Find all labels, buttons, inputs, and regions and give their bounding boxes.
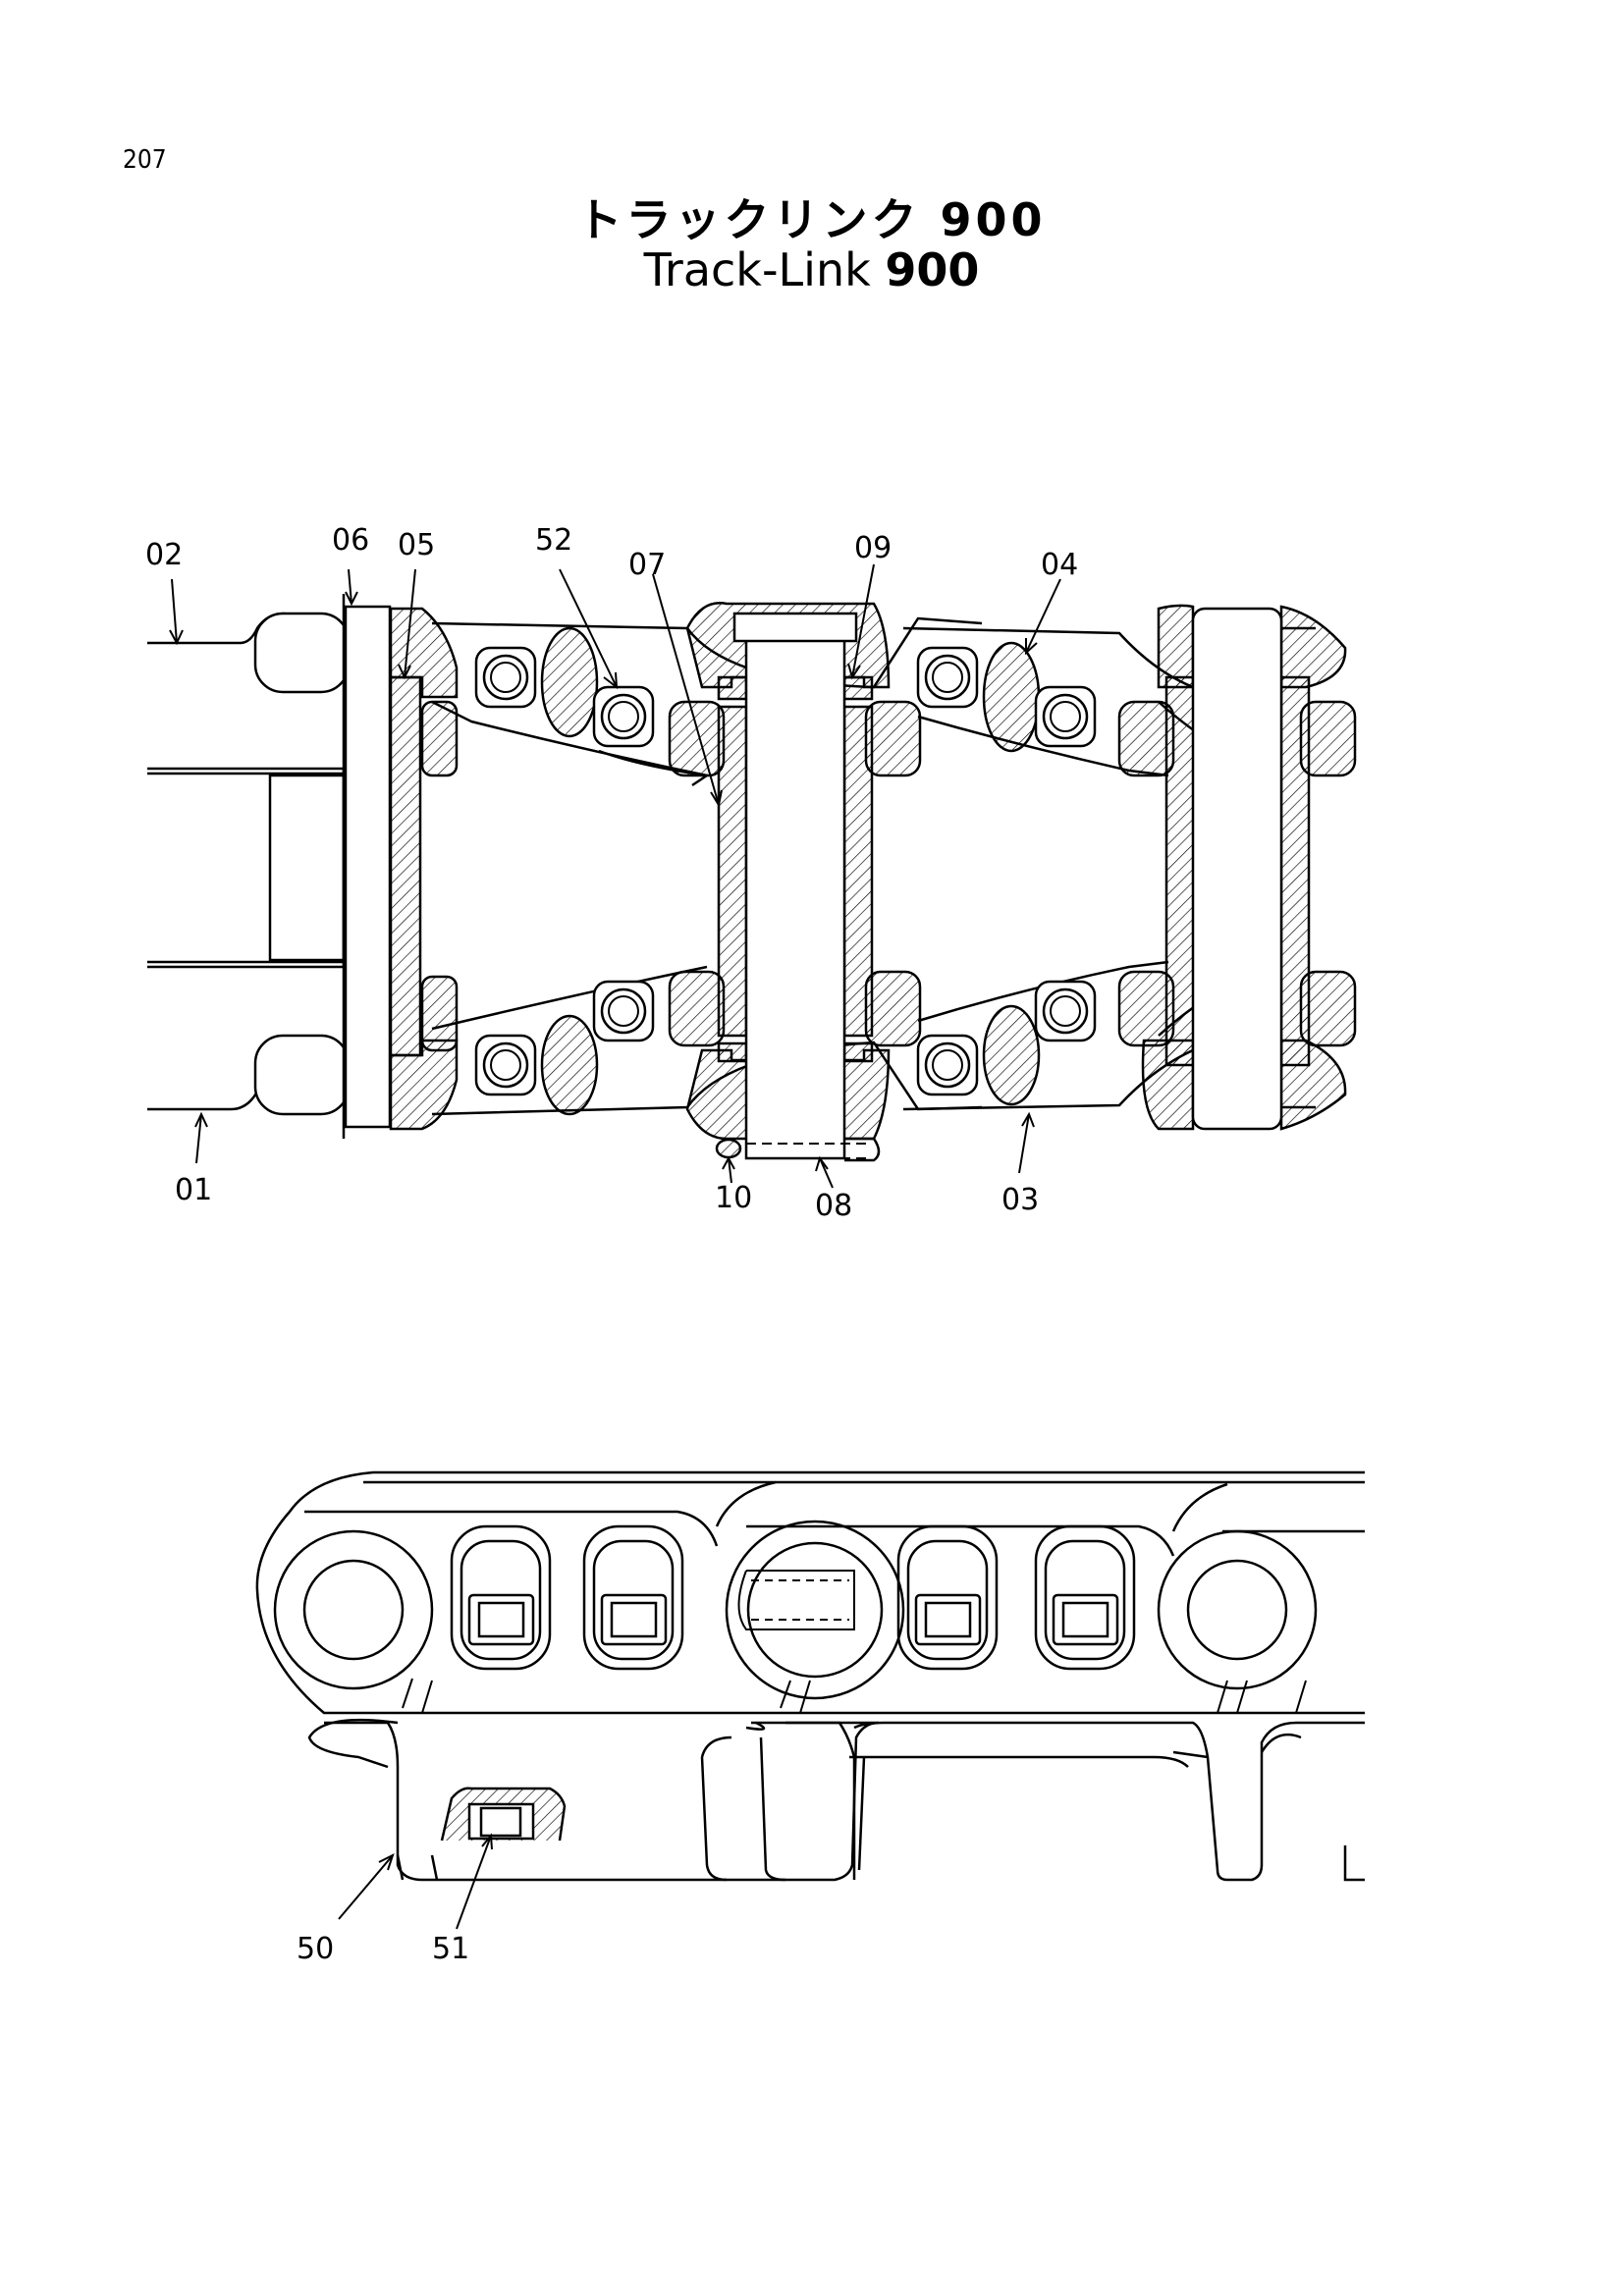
callout-07: 07: [628, 548, 666, 582]
callout-06: 06: [332, 523, 369, 558]
callout-10: 10: [715, 1181, 752, 1215]
page-number: 207: [123, 145, 167, 175]
title-english: Track-Link 900: [0, 243, 1623, 296]
callout-50: 50: [297, 1932, 334, 1966]
callout-52: 52: [535, 523, 572, 558]
callout-08: 08: [815, 1189, 852, 1223]
callout-05: 05: [398, 528, 435, 562]
leader-lines-top: [169, 563, 1061, 1189]
callout-09: 09: [854, 531, 892, 565]
top-section-view: [147, 594, 1357, 1162]
callout-04: 04: [1041, 548, 1078, 582]
title-japanese: トラックリンク 900: [576, 193, 1047, 246]
title-english-text: Track-Link: [643, 243, 871, 296]
callout-01: 01: [175, 1173, 212, 1207]
callout-labels: 02 06 05 52 07 09 04 01 10 08 03 50 51: [145, 523, 1078, 1966]
callout-02: 02: [145, 538, 183, 572]
callout-51: 51: [432, 1932, 469, 1966]
leader-lines-bottom: [338, 1833, 493, 1930]
side-elevation-view: [255, 1470, 1365, 1882]
title-english-number: 900: [885, 243, 980, 296]
callout-03: 03: [1001, 1183, 1039, 1217]
